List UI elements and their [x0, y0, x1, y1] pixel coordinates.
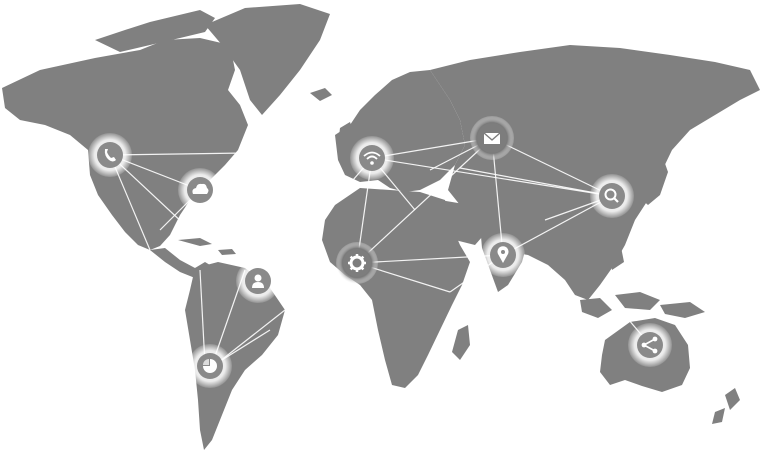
cloud-icon	[187, 177, 213, 203]
pie-chart-icon	[197, 353, 223, 379]
greenland-landmass	[205, 4, 330, 115]
british-isles	[338, 122, 356, 150]
link-line	[109, 152, 246, 156]
mail-icon	[477, 123, 507, 153]
south-america-landmass	[185, 262, 285, 450]
search-icon	[599, 183, 625, 209]
phone-icon	[97, 142, 123, 168]
iceland-landmass	[310, 88, 332, 101]
network-node[interactable]	[178, 168, 222, 212]
network-node[interactable]	[188, 344, 232, 388]
network-node[interactable]	[590, 174, 634, 218]
network-node[interactable]	[628, 323, 672, 367]
link-line	[459, 167, 613, 197]
link-line	[491, 137, 613, 197]
southeast-asia-islands	[580, 242, 705, 318]
japan-islands	[640, 155, 668, 205]
user-icon	[245, 268, 271, 294]
network-node[interactable]	[336, 242, 378, 284]
network-node[interactable]	[350, 136, 394, 180]
network-node[interactable]	[470, 116, 514, 160]
wifi-icon	[359, 145, 385, 171]
new-zealand-landmass	[712, 388, 740, 424]
network-node[interactable]	[88, 133, 132, 177]
network-node[interactable]	[236, 259, 280, 303]
network-node[interactable]	[481, 233, 525, 277]
link-line	[371, 157, 613, 197]
link-line	[356, 254, 504, 264]
share-icon	[637, 332, 663, 358]
gear-icon	[343, 249, 371, 277]
continents	[2, 4, 760, 450]
location-pin-icon	[490, 242, 516, 268]
asia-landmass	[430, 45, 760, 300]
arctic-islands	[95, 10, 215, 82]
madagascar-landmass	[452, 325, 470, 360]
africa-landmass	[322, 188, 470, 388]
link-line	[356, 137, 493, 264]
caribbean-islands	[178, 238, 236, 255]
